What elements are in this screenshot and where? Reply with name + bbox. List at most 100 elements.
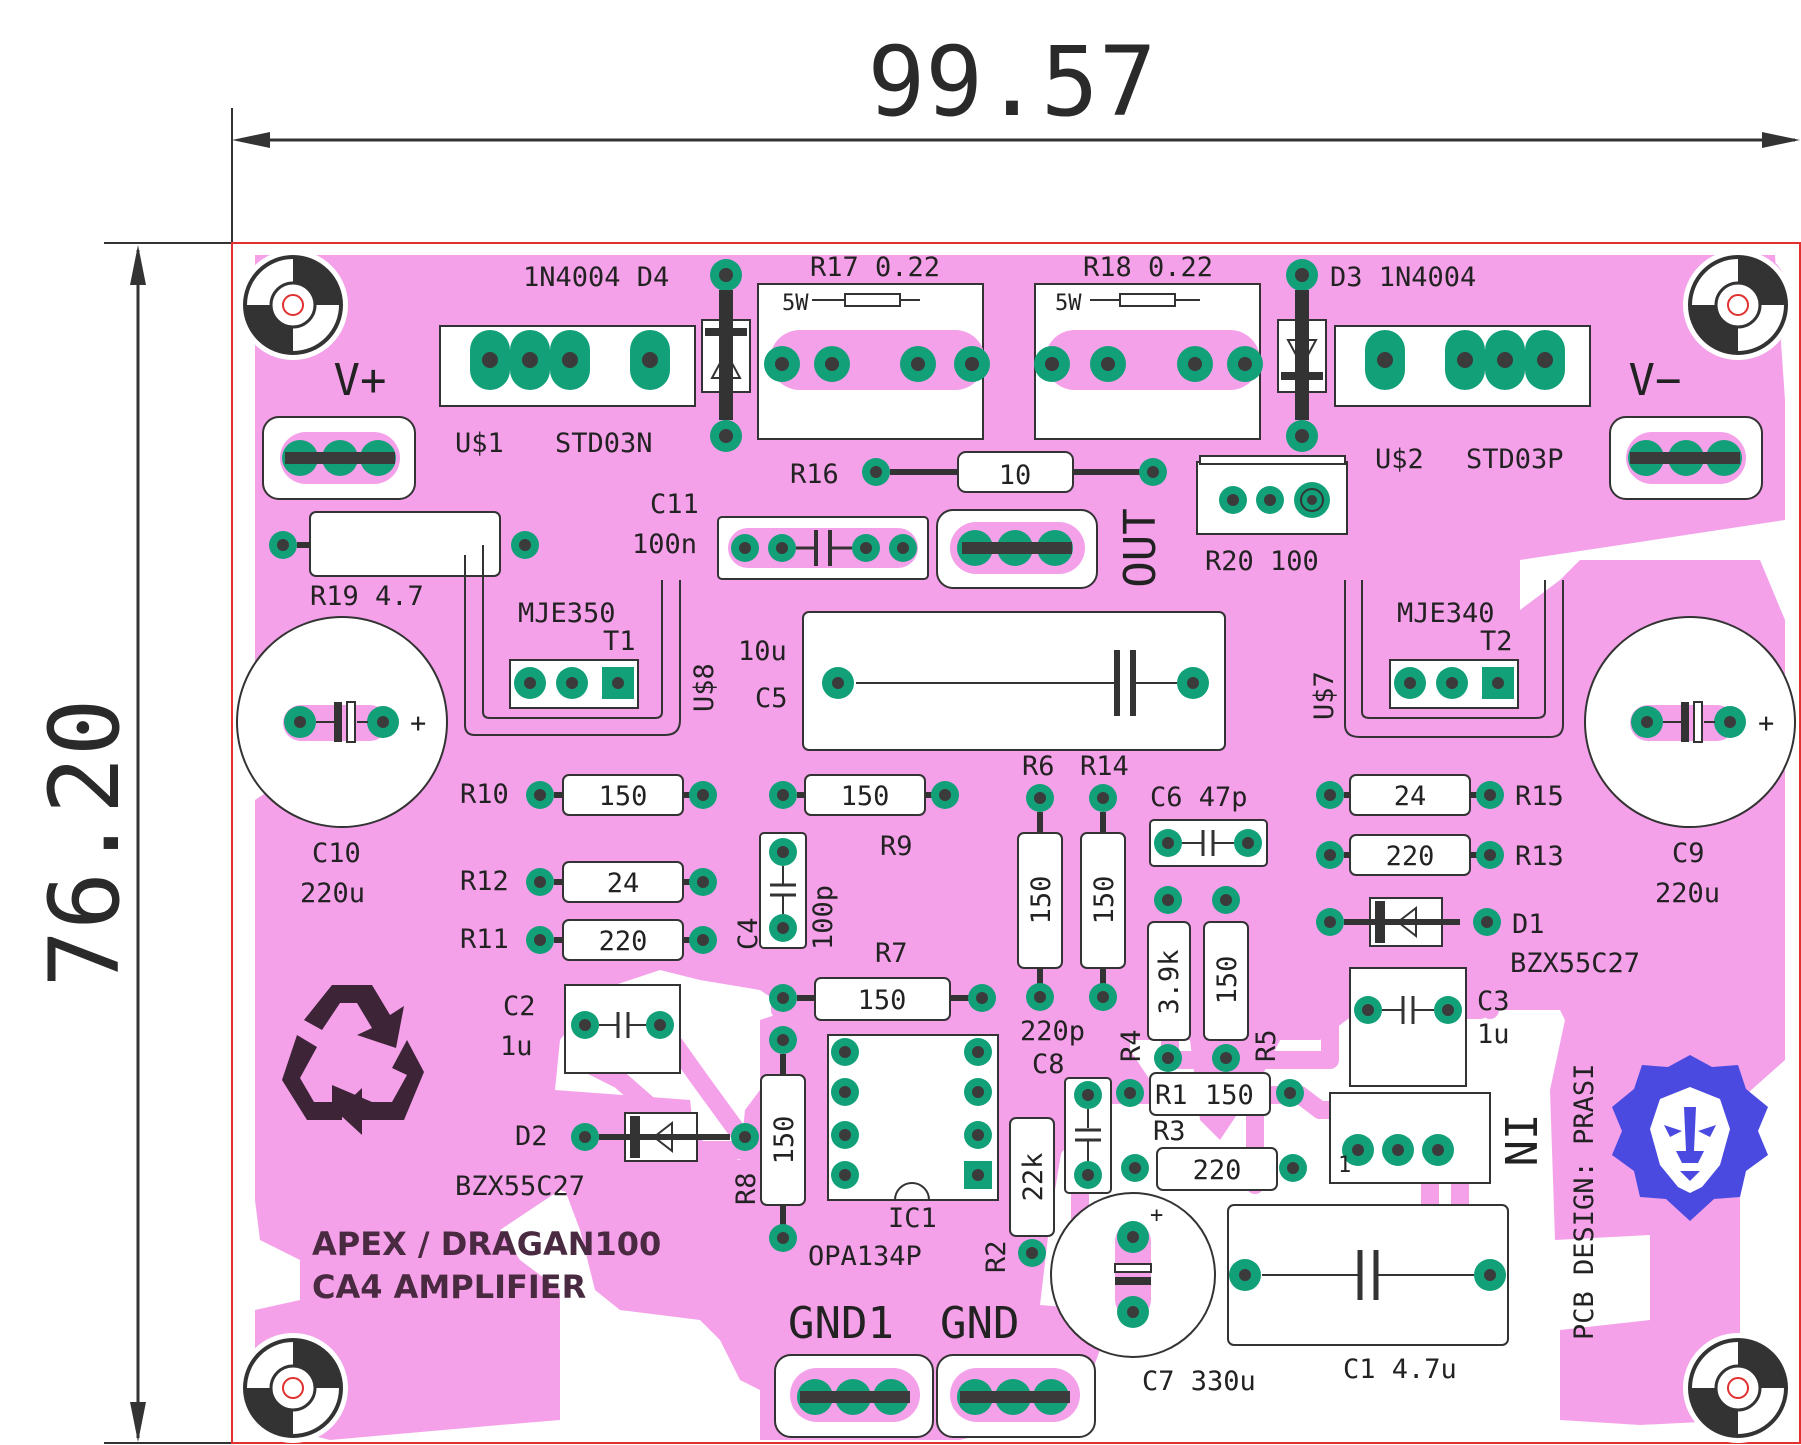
label-c9: C9 bbox=[1672, 838, 1705, 869]
label-c5: C5 bbox=[755, 683, 788, 714]
resistor-r19 bbox=[269, 511, 539, 577]
trimmer-r20 bbox=[1196, 455, 1348, 535]
label-d4: 1N4004 D4 bbox=[523, 262, 669, 293]
label-r4: R4 bbox=[1116, 1029, 1147, 1062]
label-r11: R11 bbox=[460, 924, 509, 955]
label-r18: R18 0.22 bbox=[1083, 252, 1213, 283]
label-r10-value: 150 bbox=[599, 781, 648, 812]
label-vminus: V− bbox=[1629, 355, 1682, 406]
capacitor-c6 bbox=[1149, 819, 1268, 867]
resistor-r1 bbox=[1116, 1072, 1304, 1116]
mounting-hole-bottom-right bbox=[1683, 1333, 1793, 1443]
label-c1: C1 4.7u bbox=[1343, 1354, 1457, 1385]
label-d1: D1 bbox=[1512, 909, 1545, 940]
label-c10-value: 220u bbox=[300, 878, 365, 909]
resistor-r3 bbox=[1121, 1147, 1307, 1191]
label-mje340: MJE340 bbox=[1397, 598, 1495, 629]
label-r7-value: 150 bbox=[858, 985, 907, 1016]
label-c3: C3 bbox=[1477, 986, 1510, 1017]
transistor-t2 bbox=[1344, 580, 1564, 738]
resistor-r9 bbox=[769, 774, 959, 816]
label-d3: D3 1N4004 bbox=[1330, 262, 1476, 293]
mounting-hole-top-right bbox=[1683, 250, 1793, 360]
label-r16: R16 bbox=[790, 459, 839, 490]
diode-d1 bbox=[1316, 897, 1501, 947]
label-r14: R14 bbox=[1080, 751, 1129, 782]
resistor-r5 bbox=[1203, 886, 1249, 1072]
label-u2: U$2 bbox=[1375, 444, 1424, 475]
label-gnd1: GND1 bbox=[788, 1298, 894, 1349]
label-c11: C11 bbox=[650, 489, 699, 520]
label-c5-value: 10u bbox=[738, 636, 787, 667]
label-r3-value: 220 bbox=[1193, 1155, 1242, 1186]
dimension-lines bbox=[104, 108, 1800, 1444]
ic1-opa134p bbox=[827, 1034, 999, 1201]
label-r11-value: 220 bbox=[599, 926, 648, 957]
resistor-r10 bbox=[526, 774, 717, 816]
label-r13-value: 220 bbox=[1386, 841, 1435, 872]
label-r19: R19 4.7 bbox=[310, 581, 424, 612]
lion-logo-icon bbox=[1612, 1055, 1768, 1221]
label-r9-value: 150 bbox=[841, 781, 890, 812]
label-r13: R13 bbox=[1515, 841, 1564, 872]
label-r18-5w: 5W bbox=[1055, 291, 1082, 316]
diode-d3 bbox=[1277, 259, 1327, 452]
label-r1: R1 bbox=[1155, 1080, 1188, 1111]
label-ic1-type: OPA134P bbox=[808, 1241, 922, 1272]
label-c9-value: 220u bbox=[1655, 878, 1720, 909]
capacitor-c9 bbox=[1584, 616, 1796, 828]
board-title-line2: CA4 AMPLIFIER bbox=[312, 1268, 586, 1306]
label-r8-value: 150 bbox=[769, 1116, 800, 1165]
label-r6-value: 150 bbox=[1026, 876, 1057, 925]
label-c10-plus: + bbox=[410, 708, 426, 739]
label-c10: C10 bbox=[312, 838, 361, 869]
resistor-r15 bbox=[1316, 774, 1504, 816]
resistor-r13 bbox=[1316, 834, 1504, 876]
label-r17-5w: 5W bbox=[782, 291, 809, 316]
label-c4: C4 bbox=[733, 917, 764, 950]
capacitor-c11 bbox=[717, 516, 929, 580]
resistor-r18 bbox=[1034, 283, 1263, 440]
label-u1-type: STD03N bbox=[555, 428, 653, 459]
label-u8: U$8 bbox=[689, 663, 720, 712]
connector-in bbox=[1329, 1092, 1491, 1184]
label-r1-value: 150 bbox=[1205, 1080, 1254, 1111]
label-c7-plus: + bbox=[1150, 1203, 1163, 1228]
capacitor-c4 bbox=[759, 832, 807, 949]
label-c8: C8 bbox=[1032, 1049, 1065, 1080]
capacitor-c8 bbox=[1064, 1077, 1112, 1194]
capacitor-c10 bbox=[236, 616, 448, 828]
resistor-r16 bbox=[862, 451, 1167, 493]
resistor-r11 bbox=[526, 919, 717, 961]
recycle-icon bbox=[282, 985, 424, 1135]
mounting-holes bbox=[238, 250, 1793, 1443]
label-d1-type: BZX55C27 bbox=[1510, 948, 1640, 979]
label-in: IN bbox=[1494, 1114, 1545, 1167]
label-r3: R3 bbox=[1153, 1116, 1186, 1147]
label-c2: C2 bbox=[503, 991, 536, 1022]
resistor-r2 bbox=[1009, 1117, 1055, 1267]
connector-gnd1 bbox=[774, 1354, 934, 1438]
resistor-r6 bbox=[1017, 784, 1063, 1011]
diode-d4 bbox=[701, 259, 751, 452]
connector-vplus bbox=[262, 416, 416, 500]
label-d2-type: BZX55C27 bbox=[455, 1171, 585, 1202]
label-r17: R17 0.22 bbox=[810, 252, 940, 283]
connector-gnd bbox=[936, 1354, 1096, 1438]
connector-vminus bbox=[1609, 416, 1763, 500]
label-t2: T2 bbox=[1480, 626, 1513, 657]
label-r5-value: 150 bbox=[1212, 956, 1243, 1005]
label-r16-value: 10 bbox=[999, 460, 1032, 491]
label-c2-value: 1u bbox=[500, 1031, 533, 1062]
label-r10: R10 bbox=[460, 779, 509, 810]
label-t1: T1 bbox=[603, 626, 636, 657]
label-r2: R2 bbox=[981, 1240, 1012, 1273]
mounting-hole-top-left bbox=[238, 250, 348, 360]
label-c6: C6 47p bbox=[1150, 782, 1248, 813]
label-u1: U$1 bbox=[455, 428, 504, 459]
height-dimension: 76.20 bbox=[29, 699, 141, 988]
label-u7: U$7 bbox=[1309, 671, 1340, 720]
label-c3-value: 1u bbox=[1477, 1019, 1510, 1050]
resistor-r7 bbox=[769, 977, 996, 1021]
